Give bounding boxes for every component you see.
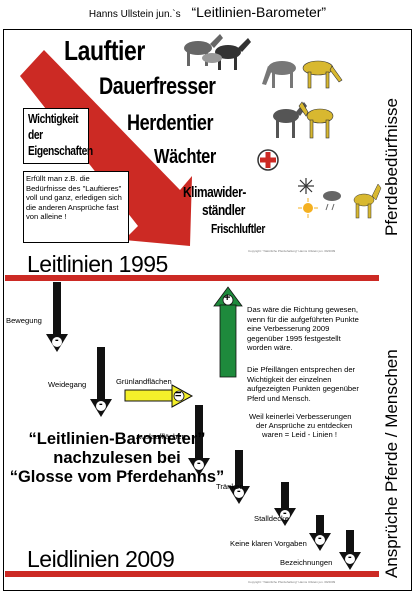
snowflake-icon: [298, 178, 314, 194]
weather-icons: [298, 178, 382, 219]
quote-block: “Leitlinien-Barometer” nachzulesen bei “…: [6, 430, 228, 487]
watchdog-first-aid-icon: [257, 149, 279, 171]
minus-stalldecke: -: [283, 507, 287, 519]
minus-weidegang: -: [99, 398, 103, 410]
arrow-bezeichnungen: [339, 530, 361, 570]
trait-herdentier: Herdentier: [127, 110, 214, 135]
trait-klimawider: Klimawider-: [183, 185, 246, 201]
minus-traenken: -: [237, 485, 241, 497]
horses-grazing-illustration: [262, 60, 343, 89]
trait-waechter: Wächter: [154, 146, 216, 168]
leidlinien-bar: [5, 571, 379, 577]
importance-line-3: Eigenschaften: [28, 144, 93, 158]
trait-staendler: ständler: [202, 203, 245, 219]
horse-rearing-icon: [353, 183, 382, 219]
minus-bezeichnungen: -: [348, 551, 352, 563]
importance-arrow-shape: [20, 50, 192, 246]
quote-line-2: nachzulesen bei: [53, 449, 181, 467]
sun-icon: [298, 198, 318, 218]
minus-bewegung: -: [55, 334, 59, 346]
copyright-top: Copyright: "Natürliche Pferdehaltung" Ha…: [248, 249, 336, 253]
copyright-bottom: Copyright: "Natürliche Pferdehaltung" Ha…: [248, 580, 336, 584]
importance-line-2: der: [28, 128, 43, 142]
text-no-improvement-3: waren = Leid - Linien !: [262, 430, 337, 439]
text-arrow-length: Die Pfeillängen entsprechen der Wichtigk…: [247, 365, 359, 403]
minus-vorgaben: -: [318, 532, 322, 544]
label-vorgaben: Keine klaren Vorgaben: [230, 539, 307, 548]
leidlinien-label: Leidlinien 2009: [27, 546, 175, 572]
note-box: Erfüllt man z.B. die Bedürfnisse des "La…: [23, 171, 129, 243]
leitlinien-bar: [5, 275, 379, 281]
text-direction: Das wäre die Richtung gewesen, wenn für …: [247, 305, 359, 353]
poster-title: “Leitlinien-Barometer”: [191, 4, 327, 20]
label-gruenland: Grünlandflächen: [116, 377, 172, 386]
equal-gruenland: =: [175, 389, 182, 401]
label-auslauf: Auslaufflächen: [136, 432, 186, 441]
quote-line-1: “Leitlinien-Barometer”: [28, 430, 206, 448]
label-weidegang: Weidegang: [48, 380, 87, 389]
label-bezeichnungen: Bezeichnungen: [280, 558, 333, 567]
trait-dauerfresser: Dauerfresser: [99, 73, 216, 100]
poster-frame: [3, 29, 412, 591]
arrow-bewegung: [46, 282, 68, 352]
rain-cloud-icon: [323, 191, 341, 211]
arrow-gruenland: [124, 384, 194, 408]
horses-herd-illustration: [273, 101, 334, 139]
label-bewegung: Bewegung: [6, 316, 42, 325]
arrow-stalldecke: [274, 482, 296, 526]
label-stalldecke: Stalldecke: [254, 514, 290, 523]
trait-frischluftler: Frischluftler: [211, 222, 265, 236]
trait-lauftier: Lauftier: [64, 35, 145, 66]
horses-running-illustration: [184, 34, 251, 70]
plus-green: +: [224, 292, 231, 304]
text-no-improvement-1: Weil keinerlei Verbesserungen: [249, 412, 352, 421]
header: Hanns Ullstein jun.`s “Leitlinien-Barome…: [0, 4, 415, 20]
importance-line-1: Wichtigkeit: [28, 112, 79, 126]
label-traenken: Tränken: [216, 482, 244, 491]
text-no-improvement-2: der Ansprüche zu entdecken: [256, 421, 353, 430]
importance-box: Wichtigkeit der Eigenschaften: [23, 108, 93, 164]
arrow-weidegang: [90, 347, 112, 417]
author: Hanns Ullstein jun.`s: [88, 9, 181, 20]
arrow-traenken: [228, 450, 250, 504]
leitlinien-label: Leitlinien 1995: [27, 251, 168, 277]
quote-line-3: “Glosse vom Pferdehanns”: [9, 468, 225, 486]
minus-auslauf: -: [197, 457, 201, 469]
arrow-improvement-green: [213, 286, 243, 378]
arrow-auslauf: [188, 405, 210, 476]
arrow-vorgaben: [309, 515, 331, 551]
